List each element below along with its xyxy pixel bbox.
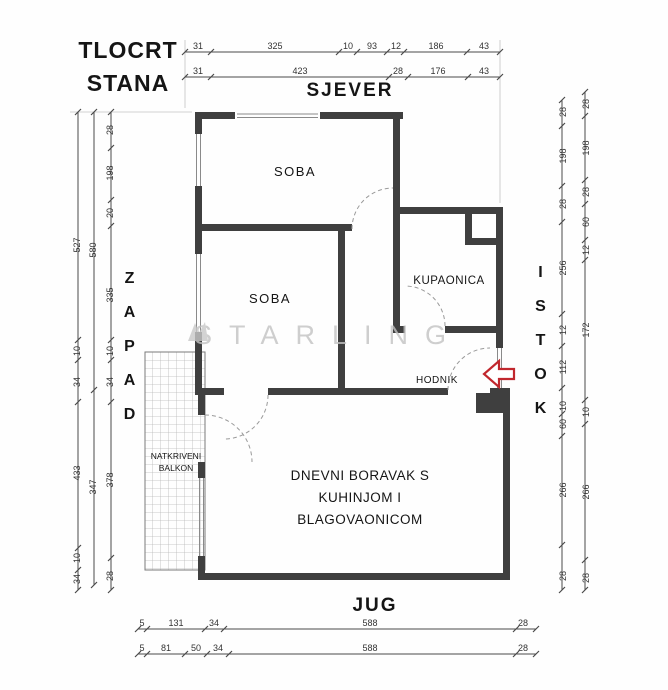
dim-label: 5 xyxy=(139,643,144,653)
watermark-text: STARLING xyxy=(194,320,464,350)
dimension-lines xyxy=(70,40,589,658)
walls xyxy=(195,112,510,580)
dim-label: 580 xyxy=(88,242,98,257)
dim-label: 10 xyxy=(105,346,115,356)
dim-label: 12 xyxy=(391,41,401,51)
dim-label: 28 xyxy=(581,99,591,109)
dim-label: 34 xyxy=(209,618,219,628)
dim-label: 527 xyxy=(72,237,82,252)
dim-label: 131 xyxy=(168,618,183,628)
dim-label: 28 xyxy=(581,187,591,197)
room-label-kupaonica: KUPAONICA xyxy=(413,275,484,287)
dim-label: 28 xyxy=(558,107,568,117)
watermark: STARLING xyxy=(186,320,463,351)
title-line2: STANA xyxy=(86,70,170,96)
dim-label: 588 xyxy=(362,618,377,628)
dim-label: 34 xyxy=(105,377,115,387)
room-label-soba-mid: SOBA xyxy=(249,291,291,306)
dim-label: 198 xyxy=(105,165,115,180)
compass-north-label: SJEVER xyxy=(306,80,394,101)
room-label-hodnik: HODNIK xyxy=(416,375,458,386)
dim-label: 335 xyxy=(105,287,115,302)
dim-label: 28 xyxy=(518,643,528,653)
room-label-living-line3: BLAGOVAONICOM xyxy=(297,512,423,527)
room-label-living-line2: KUHINJOM I xyxy=(318,490,401,505)
dim-label: 31 xyxy=(193,66,203,76)
dim-label: 186 xyxy=(428,41,443,51)
dim-label: 28 xyxy=(105,125,115,135)
dim-label: 172 xyxy=(581,322,591,337)
room-labels: SOBA SOBA KUPAONICA HODNIK DNEVNI BORAVA… xyxy=(151,164,484,527)
dim-label: 423 xyxy=(292,66,307,76)
entrance-arrow-icon xyxy=(482,358,516,390)
dim-label: 176 xyxy=(430,66,445,76)
dim-label: 43 xyxy=(479,66,489,76)
dim-label: 20 xyxy=(105,208,115,218)
dim-label: 12 xyxy=(581,245,591,255)
dim-label: 28 xyxy=(105,571,115,581)
dim-label: 266 xyxy=(581,484,591,499)
door-swing-arcs xyxy=(204,187,491,463)
room-label-living-line1: DNEVNI BORAVAK S xyxy=(291,468,430,483)
dim-label: 10 xyxy=(558,401,568,411)
dim-label: 266 xyxy=(558,482,568,497)
dim-label: 81 xyxy=(161,643,171,653)
dim-label: 93 xyxy=(367,41,377,51)
dim-label: 588 xyxy=(362,643,377,653)
drawing-title: TLOCRT STANA xyxy=(48,34,208,100)
dim-label: 31 xyxy=(193,41,203,51)
dim-label: 256 xyxy=(558,260,568,275)
dim-label: 5 xyxy=(139,618,144,628)
compass-west-label: ZAPAD xyxy=(121,270,138,440)
dim-label: 28 xyxy=(393,66,403,76)
dim-label: 10 xyxy=(72,553,82,563)
dim-label: 34 xyxy=(72,574,82,584)
room-label-soba-top: SOBA xyxy=(274,164,316,179)
title-line1: TLOCRT xyxy=(78,37,178,63)
dim-label: 43 xyxy=(479,41,489,51)
dim-label: 198 xyxy=(558,148,568,163)
dim-label: 28 xyxy=(558,199,568,209)
compass-south-label: JUG xyxy=(352,595,398,616)
dimension-labels: 31 325 10 93 12 186 43 31 423 28 176 43 … xyxy=(72,41,591,653)
dim-label: 12 xyxy=(558,325,568,335)
dim-label: 10 xyxy=(343,41,353,51)
dim-label: 28 xyxy=(581,573,591,583)
dim-label: 112 xyxy=(558,360,568,374)
dim-label: 60 xyxy=(581,217,591,227)
dim-label: 433 xyxy=(72,465,82,480)
dim-label: 347 xyxy=(88,479,98,494)
compass-east-label: ISTOK xyxy=(532,264,549,434)
dim-label: 325 xyxy=(267,41,282,51)
dim-label: 50 xyxy=(191,643,201,653)
dim-label: 34 xyxy=(72,377,82,387)
dim-label: 10 xyxy=(581,407,591,417)
dim-label: 60 xyxy=(558,419,568,429)
room-label-balkon-line1: NATKRIVENI xyxy=(151,451,201,461)
dim-label: 378 xyxy=(105,472,115,487)
dim-label: 10 xyxy=(72,346,82,356)
dim-label: 34 xyxy=(213,643,223,653)
dim-label: 28 xyxy=(518,618,528,628)
dim-label: 28 xyxy=(558,571,568,581)
room-label-balkon-line2: BALKON xyxy=(159,463,194,473)
dim-label: 198 xyxy=(581,140,591,155)
